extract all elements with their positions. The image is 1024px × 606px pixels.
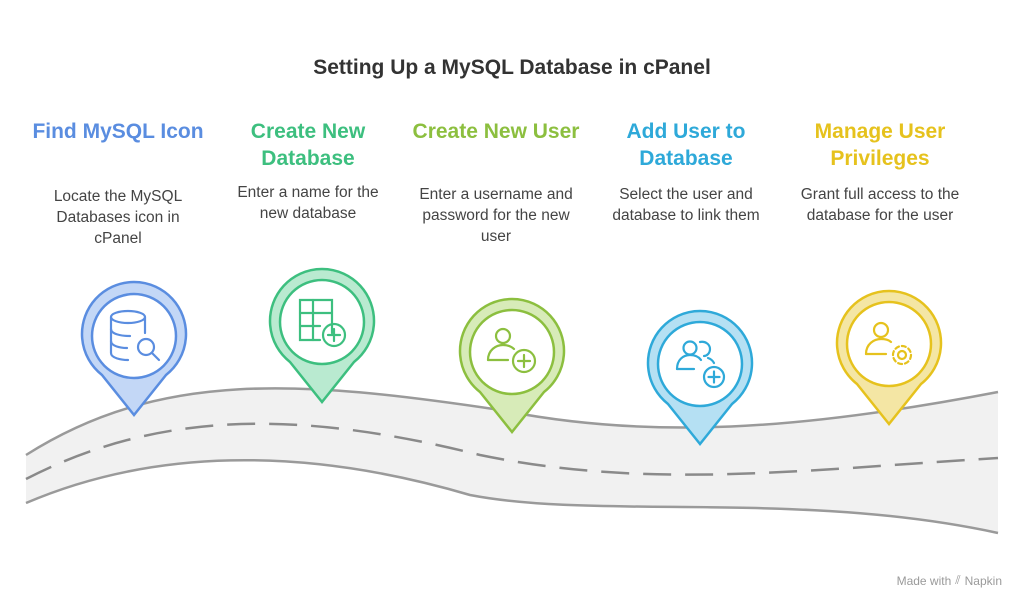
footer-text: Made with xyxy=(896,573,952,588)
pin-find-mysql xyxy=(80,280,188,418)
step-find-mysql-icon: Find MySQL Icon Locate the MySQL Databas… xyxy=(32,118,204,249)
pin-create-user xyxy=(458,297,566,435)
step-description: Grant full access to the database for th… xyxy=(800,186,960,224)
road-bottom-edge xyxy=(25,459,999,535)
step-description: Enter a username and password for the ne… xyxy=(419,186,573,245)
step-title: Manage User Privileges xyxy=(814,120,946,170)
user-settings-icon xyxy=(864,321,913,366)
step-description: Select the user and database to link the… xyxy=(612,186,760,224)
database-search-icon xyxy=(109,309,161,362)
napkin-logo-icon: ⫽ xyxy=(955,573,961,587)
road-center-line xyxy=(25,422,999,481)
diagram-title: Setting Up a MySQL Database in cPanel xyxy=(313,56,711,79)
pin-manage-privileges xyxy=(835,289,943,427)
users-add-icon xyxy=(675,340,726,389)
step-title: Create New Database xyxy=(250,120,366,170)
footer-brand: Napkin xyxy=(964,573,1002,588)
step-description: Locate the MySQL Databases icon in cPane… xyxy=(53,188,183,247)
step-manage-user-privileges: Manage User Privileges Grant full access… xyxy=(794,118,966,226)
step-title: Create New User xyxy=(412,120,580,143)
table-add-icon xyxy=(298,298,347,348)
step-title: Add User to Database xyxy=(626,120,746,170)
user-add-icon xyxy=(486,327,537,374)
step-add-user-to-database: Add User to Database Select the user and… xyxy=(600,118,772,226)
step-create-new-user: Create New User Enter a username and pas… xyxy=(410,118,582,247)
step-title: Find MySQL Icon xyxy=(32,120,204,143)
pin-add-user-to-database xyxy=(646,309,754,447)
road xyxy=(26,388,998,533)
step-description: Enter a name for the new database xyxy=(237,184,379,222)
pin-create-database xyxy=(268,267,376,405)
made-with-napkin-footer[interactable]: Made with ⫽ Napkin xyxy=(897,573,1002,588)
step-create-new-database: Create New Database Enter a name for the… xyxy=(222,118,394,224)
